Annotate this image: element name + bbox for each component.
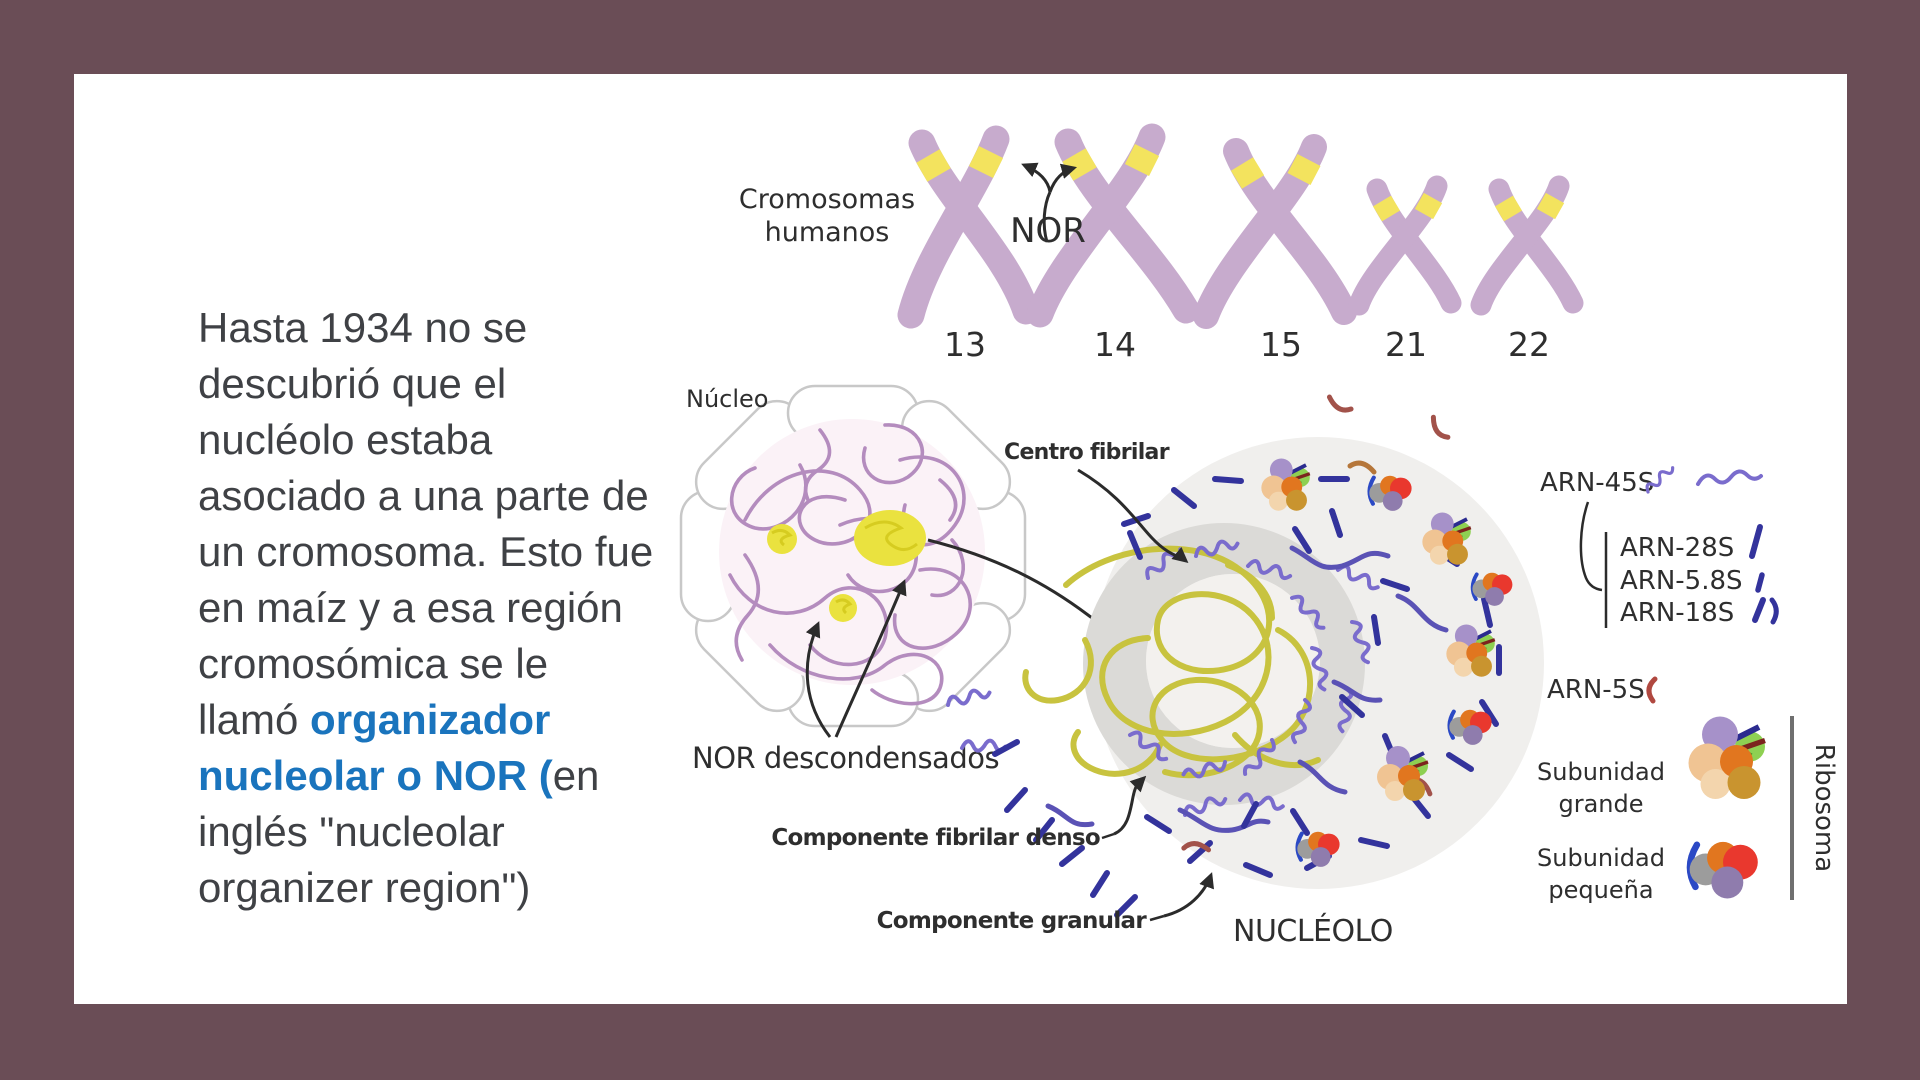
fibrillar-center-area <box>1146 574 1320 748</box>
chromosome-13-number: 13 <box>944 325 986 364</box>
nucleus-illustration <box>679 384 1027 728</box>
nucleolus-illustration <box>944 397 1544 918</box>
centro-fibrilar-label: Centro fibrilar <box>1004 440 1170 465</box>
subunidad-pequena-label-line2: pequeña <box>1548 876 1653 904</box>
large-subunit-illustration <box>1689 717 1766 800</box>
intro-paragraph: Hasta 1934 no se descubrió que el nucléo… <box>198 300 708 916</box>
nor-label: NOR <box>1010 211 1086 251</box>
nor-band <box>1536 192 1565 220</box>
paragraph-text-start: Hasta 1934 no se descubrió que el nucléo… <box>198 304 654 743</box>
chromosomes-label-line1: Cromosomas <box>739 184 915 215</box>
nor-descondensados-arrows <box>805 579 907 738</box>
nor-band <box>1124 143 1160 177</box>
nor-pointer-arrows <box>1021 162 1078 243</box>
nor-patches <box>767 510 926 622</box>
nucleolo-title: NUCLÉOLO <box>1233 913 1393 949</box>
ribosoma-label: Ribosoma <box>1809 744 1839 872</box>
nor-band <box>1494 195 1523 222</box>
componente-granular-label: Componente granular <box>877 908 1148 934</box>
rdna-loops <box>1022 545 1321 779</box>
subunidad-grande-label-line1: Subunidad <box>1537 758 1665 786</box>
chromosome-14 <box>1026 123 1200 328</box>
nucleoplasm <box>719 419 985 685</box>
chromosome-13 <box>897 125 1040 329</box>
arn-18s-label: ARN-18S <box>1620 598 1734 628</box>
chromosome-21-number: 21 <box>1385 325 1427 364</box>
nor-descondensados-label: NOR descondensados <box>692 741 999 775</box>
nor-band <box>1230 157 1265 189</box>
nucleolus-diagram: Cromosomas humanos NOR 13 14 15 21 22 <box>679 123 1839 949</box>
centro-fibrilar-arrow <box>1077 468 1189 563</box>
chromosomes-label-line2: humanos <box>765 217 890 248</box>
nor-band <box>1372 195 1401 222</box>
componente-granular-arrow <box>1163 872 1214 918</box>
chromosome-22 <box>1470 175 1584 316</box>
chromosome-14-number: 14 <box>1094 325 1136 364</box>
chromosome-22-number: 22 <box>1508 325 1550 364</box>
nor-band <box>1414 192 1443 220</box>
label-tick <box>1149 914 1165 922</box>
chromosome-15-number: 15 <box>1260 325 1302 364</box>
nor-band <box>968 145 1004 179</box>
nor-band <box>916 149 951 182</box>
nor-band <box>1287 153 1321 186</box>
componente-fibrilar-denso-label: Componente fibrilar denso <box>771 825 1100 851</box>
arn-45s-label: ARN-45S <box>1540 468 1654 498</box>
arn-5s-arc <box>1646 676 1658 704</box>
componente-fibrilar-denso-arrow <box>1113 775 1147 836</box>
arn-5-8s-label: ARN-5.8S <box>1620 566 1743 596</box>
nor-band <box>1062 148 1097 181</box>
chromosome-15 <box>1193 134 1357 329</box>
subunidad-grande-label-line2: grande <box>1558 790 1643 818</box>
arn-sample-dashes <box>1749 524 1779 625</box>
label-tick <box>1101 832 1115 840</box>
rna-fragment-dashes <box>992 476 1502 918</box>
subunidad-pequena-label-line1: Subunidad <box>1537 844 1665 872</box>
nucleus-label: Núcleo <box>686 385 768 413</box>
human-chromosomes-illustration <box>897 123 1584 329</box>
arn-28s-label: ARN-28S <box>1620 533 1734 563</box>
paragraph-text-end: en inglés "nucleolar organizer region") <box>198 752 600 911</box>
paragraph-highlight-nor: organizador nucleolar o NOR ( <box>198 696 553 799</box>
arn-45s-wave <box>1696 469 1763 486</box>
small-subunit-illustration <box>1690 842 1758 899</box>
arn-45s-bracket <box>1579 501 1608 628</box>
arn-5s-label: ARN-5S <box>1547 675 1645 705</box>
chromosome-21 <box>1348 175 1462 316</box>
nuclear-envelope-lobes <box>679 384 1027 728</box>
rna-strands <box>1045 545 1449 833</box>
